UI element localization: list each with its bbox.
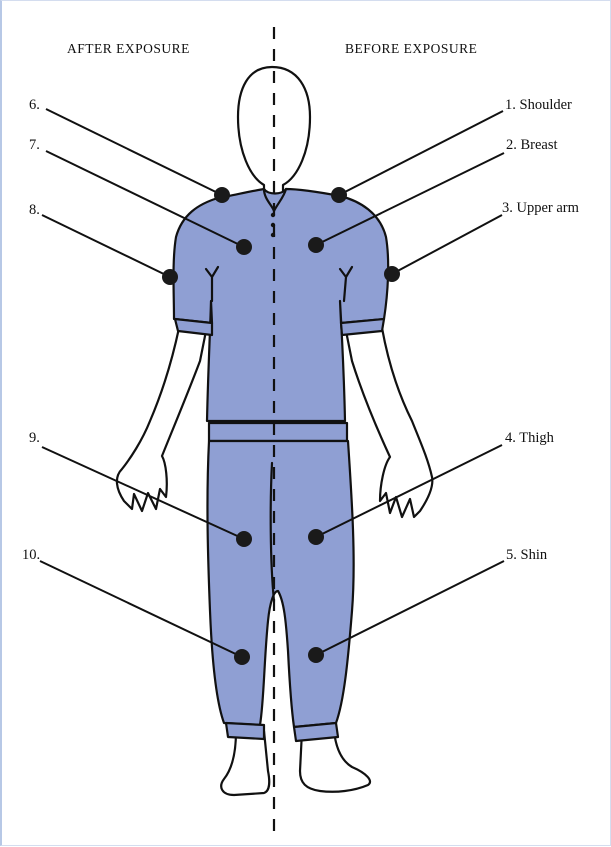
shirt [174,189,389,421]
left-foot [221,731,269,795]
right-arm [346,328,432,517]
label-1: 1. Shoulder [505,97,572,113]
header-after-exposure: AFTER EXPOSURE [67,41,190,56]
marker-6 [214,187,230,203]
marker-5 [308,647,324,663]
labels-left: 6. 7. 8. 9. 10. [22,97,40,563]
marker-4 [308,529,324,545]
trousers [207,441,353,727]
label-3: 3. Upper arm [502,200,580,216]
leader-8 [42,215,170,277]
marker-7 [236,239,252,255]
marker-3 [384,266,400,282]
label-8: 8. [29,202,40,218]
left-arm [117,328,206,511]
marker-1 [331,187,347,203]
marker-9 [236,531,252,547]
marker-10 [234,649,250,665]
label-2: 2. Breast [506,137,558,153]
labels-right: 1. Shoulder 2. Breast 3. Upper arm 4. Th… [502,97,580,563]
label-4: 4. Thigh [505,430,555,446]
label-5: 5. Shin [506,547,548,563]
waistband [209,423,347,441]
label-10: 10. [22,547,40,563]
head [238,67,310,197]
label-6: 6. [29,97,40,113]
leader-1 [339,111,503,195]
marker-8 [162,269,178,285]
marker-2 [308,237,324,253]
right-trouser-cuff [294,723,338,741]
shirt-buttons [271,213,275,237]
label-7: 7. [29,137,40,153]
left-trouser-cuff [226,723,264,739]
header-before-exposure: BEFORE EXPOSURE [345,41,477,56]
leader-6 [46,109,222,195]
leader-3 [392,215,502,274]
label-9: 9. [29,430,40,446]
